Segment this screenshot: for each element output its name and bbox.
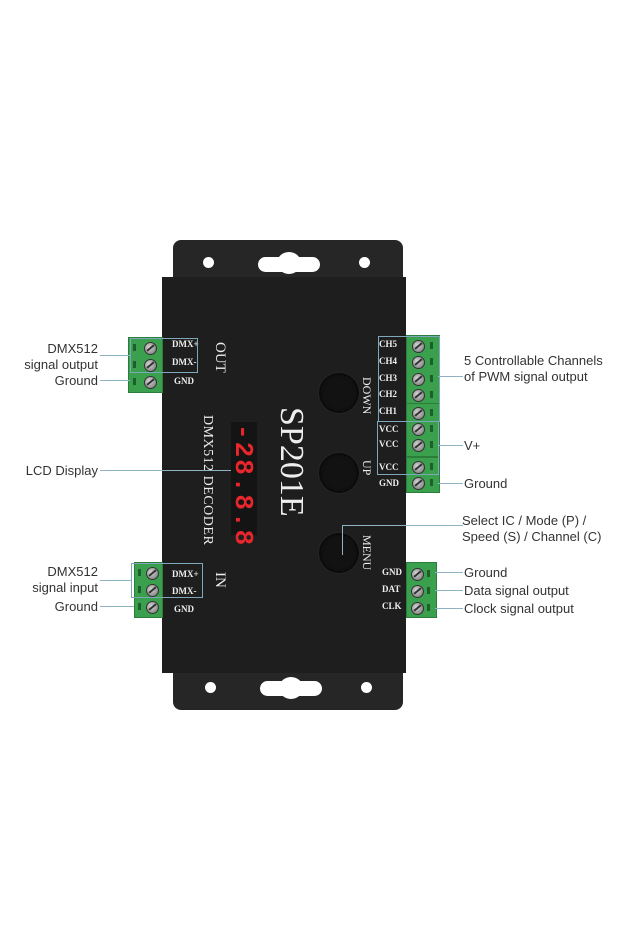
lcd-display: -28.8.8	[228, 422, 258, 547]
out-ground-annotation: Ground	[54, 373, 98, 388]
lcd-annotation: LCD Display	[25, 463, 98, 478]
menu-button[interactable]	[319, 533, 359, 573]
pwm-terminal-block-gnd[interactable]	[406, 457, 440, 493]
down-button-label: DOWN	[360, 377, 374, 415]
in-pin-dmx-minus: DMX-	[172, 586, 197, 596]
in-signal-annotation: DMX512 signal input	[32, 564, 98, 595]
pwm-terminal-block-power[interactable]	[406, 403, 440, 457]
leader-line	[435, 608, 463, 609]
spi-pin-clk: CLK	[382, 601, 402, 611]
leader-line	[100, 606, 134, 607]
leader-line	[438, 483, 463, 484]
leader-line	[342, 525, 343, 555]
menu-button-label: MENU	[360, 535, 374, 571]
vplus-annotation: V+	[464, 438, 481, 453]
spi-terminal-block[interactable]	[406, 562, 437, 618]
mounting-hole	[203, 257, 214, 268]
mounting-hole	[361, 682, 372, 693]
vplus-bracket	[377, 421, 439, 475]
menu-annotation: Select IC / Mode (P) / Speed (S) / Chann…	[462, 513, 602, 544]
device-subtitle: DMX512 DECODER	[200, 415, 215, 546]
leader-line	[100, 580, 131, 581]
leader-line	[435, 572, 463, 573]
model-name: SP201E	[273, 407, 310, 517]
lcd-digits: -28.8.8	[228, 424, 258, 548]
pwm-ground-annotation: Ground	[464, 476, 508, 491]
leader-line	[435, 590, 463, 591]
leader-line	[438, 376, 463, 377]
down-button[interactable]	[319, 373, 359, 413]
pwm-pin-vcc2: VCC	[379, 439, 399, 449]
in-pin-dmx-plus: DMX+	[172, 569, 199, 579]
leader-line	[438, 445, 463, 446]
out-port-label: OUT	[212, 342, 228, 373]
pwm-pin-ch2: CH2	[379, 389, 397, 399]
keyhole-center	[279, 677, 303, 699]
spi-clock-annotation: Clock signal output	[464, 601, 574, 616]
pwm-pin-gnd: GND	[379, 478, 399, 488]
pwm-pin-ch4: CH4	[379, 356, 397, 366]
in-terminal-block[interactable]	[134, 562, 163, 618]
pwm-pin-vcc1: VCC	[379, 424, 399, 434]
pwm-channels-annotation: 5 Controllable Channels of PWM signal ou…	[464, 353, 603, 384]
leader-line	[100, 470, 231, 471]
device-body: OUT IN DMX512 DECODER -28.8.8 SP201E DOW…	[162, 277, 406, 673]
pwm-pin-ch1: CH1	[379, 406, 397, 416]
leader-line	[100, 355, 130, 356]
out-signal-bracket	[130, 338, 198, 373]
leader-line	[100, 380, 130, 381]
mounting-hole	[205, 682, 216, 693]
out-pin-dmx-plus: DMX+	[172, 339, 199, 349]
spi-pin-dat: DAT	[382, 584, 401, 594]
keyhole-center	[277, 252, 301, 274]
in-signal-bracket	[131, 563, 203, 598]
up-button[interactable]	[319, 453, 359, 493]
in-port-label: IN	[212, 572, 228, 588]
out-pin-gnd: GND	[174, 376, 194, 386]
pwm-pin-ch5: CH5	[379, 339, 397, 349]
pwm-pin-ch3: CH3	[379, 373, 397, 383]
in-pin-gnd: GND	[174, 604, 194, 614]
leader-line	[342, 525, 463, 526]
mounting-hole	[359, 257, 370, 268]
out-terminal-block[interactable]	[128, 337, 163, 393]
pwm-channel-bracket	[378, 336, 440, 422]
in-ground-annotation: Ground	[54, 599, 98, 614]
out-pin-dmx-minus: DMX-	[172, 357, 197, 367]
spi-data-annotation: Data signal output	[464, 583, 569, 598]
spi-ground-annotation: Ground	[464, 565, 508, 580]
spi-pin-gnd: GND	[382, 567, 402, 577]
pwm-pin-vcc3: VCC	[379, 462, 399, 472]
out-signal-annotation: DMX512 signal output	[24, 341, 98, 372]
up-button-label: UP	[360, 460, 374, 476]
